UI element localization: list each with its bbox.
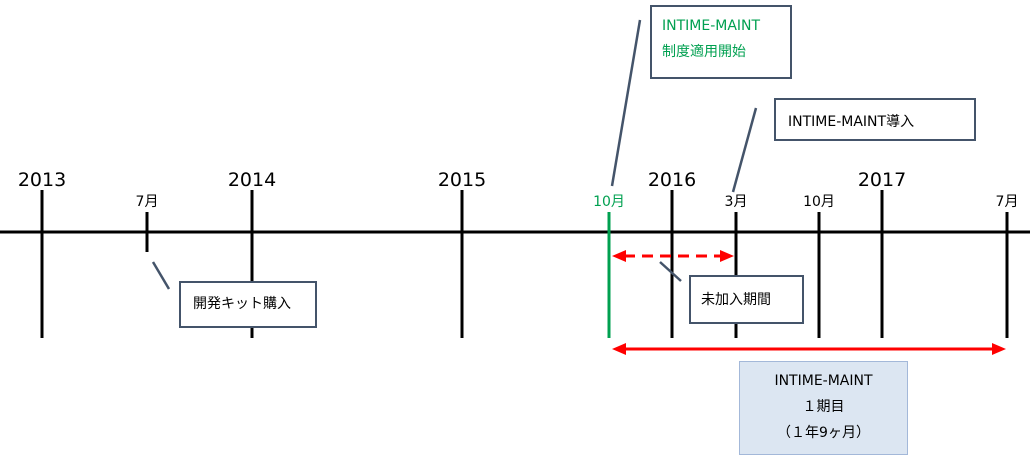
arrowhead-right <box>720 250 734 262</box>
year-label: 2013 <box>18 169 66 191</box>
month-label: 7月 <box>996 194 1019 210</box>
callout-intro: INTIME-MAINT導入 <box>774 98 976 141</box>
month-label: 10月 <box>803 194 835 210</box>
callout-pointer-start <box>610 19 642 187</box>
callout-pointer-gap <box>659 261 682 282</box>
callout-dev-kit: 開発キット購入 <box>179 281 317 328</box>
term-text: １期目 <box>802 399 845 415</box>
year-label: 2014 <box>228 169 276 191</box>
callout-unenrolled-period: 未加入期間 <box>689 275 804 324</box>
arrowhead-left <box>612 343 626 355</box>
term-text: （１年9ヶ月） <box>777 425 870 441</box>
callout-text: INTIME-MAINT導入 <box>788 114 915 130</box>
callout-text: INTIME-MAINT <box>662 18 761 34</box>
callout-pointer-intro <box>731 107 758 193</box>
term-text: INTIME-MAINT <box>774 373 873 389</box>
callout-text: 未加入期間 <box>701 292 771 308</box>
callout-text: 開発キット購入 <box>193 296 291 312</box>
month-label: 3月 <box>725 194 748 210</box>
callout-text: 制度適用開始 <box>662 44 746 60</box>
month-label: 7月 <box>136 194 159 210</box>
month-label-highlight: 10月 <box>593 194 625 210</box>
arrowhead-right <box>992 343 1006 355</box>
callout-pointer-kit <box>151 261 171 290</box>
term-box: INTIME-MAINT １期目 （１年9ヶ月） <box>739 361 908 455</box>
arrowhead-left <box>612 250 626 262</box>
callout-system-start: INTIME-MAINT 制度適用開始 <box>650 5 792 79</box>
year-label: 2016 <box>648 169 696 191</box>
year-label: 2017 <box>858 169 906 191</box>
year-label: 2015 <box>438 169 486 191</box>
